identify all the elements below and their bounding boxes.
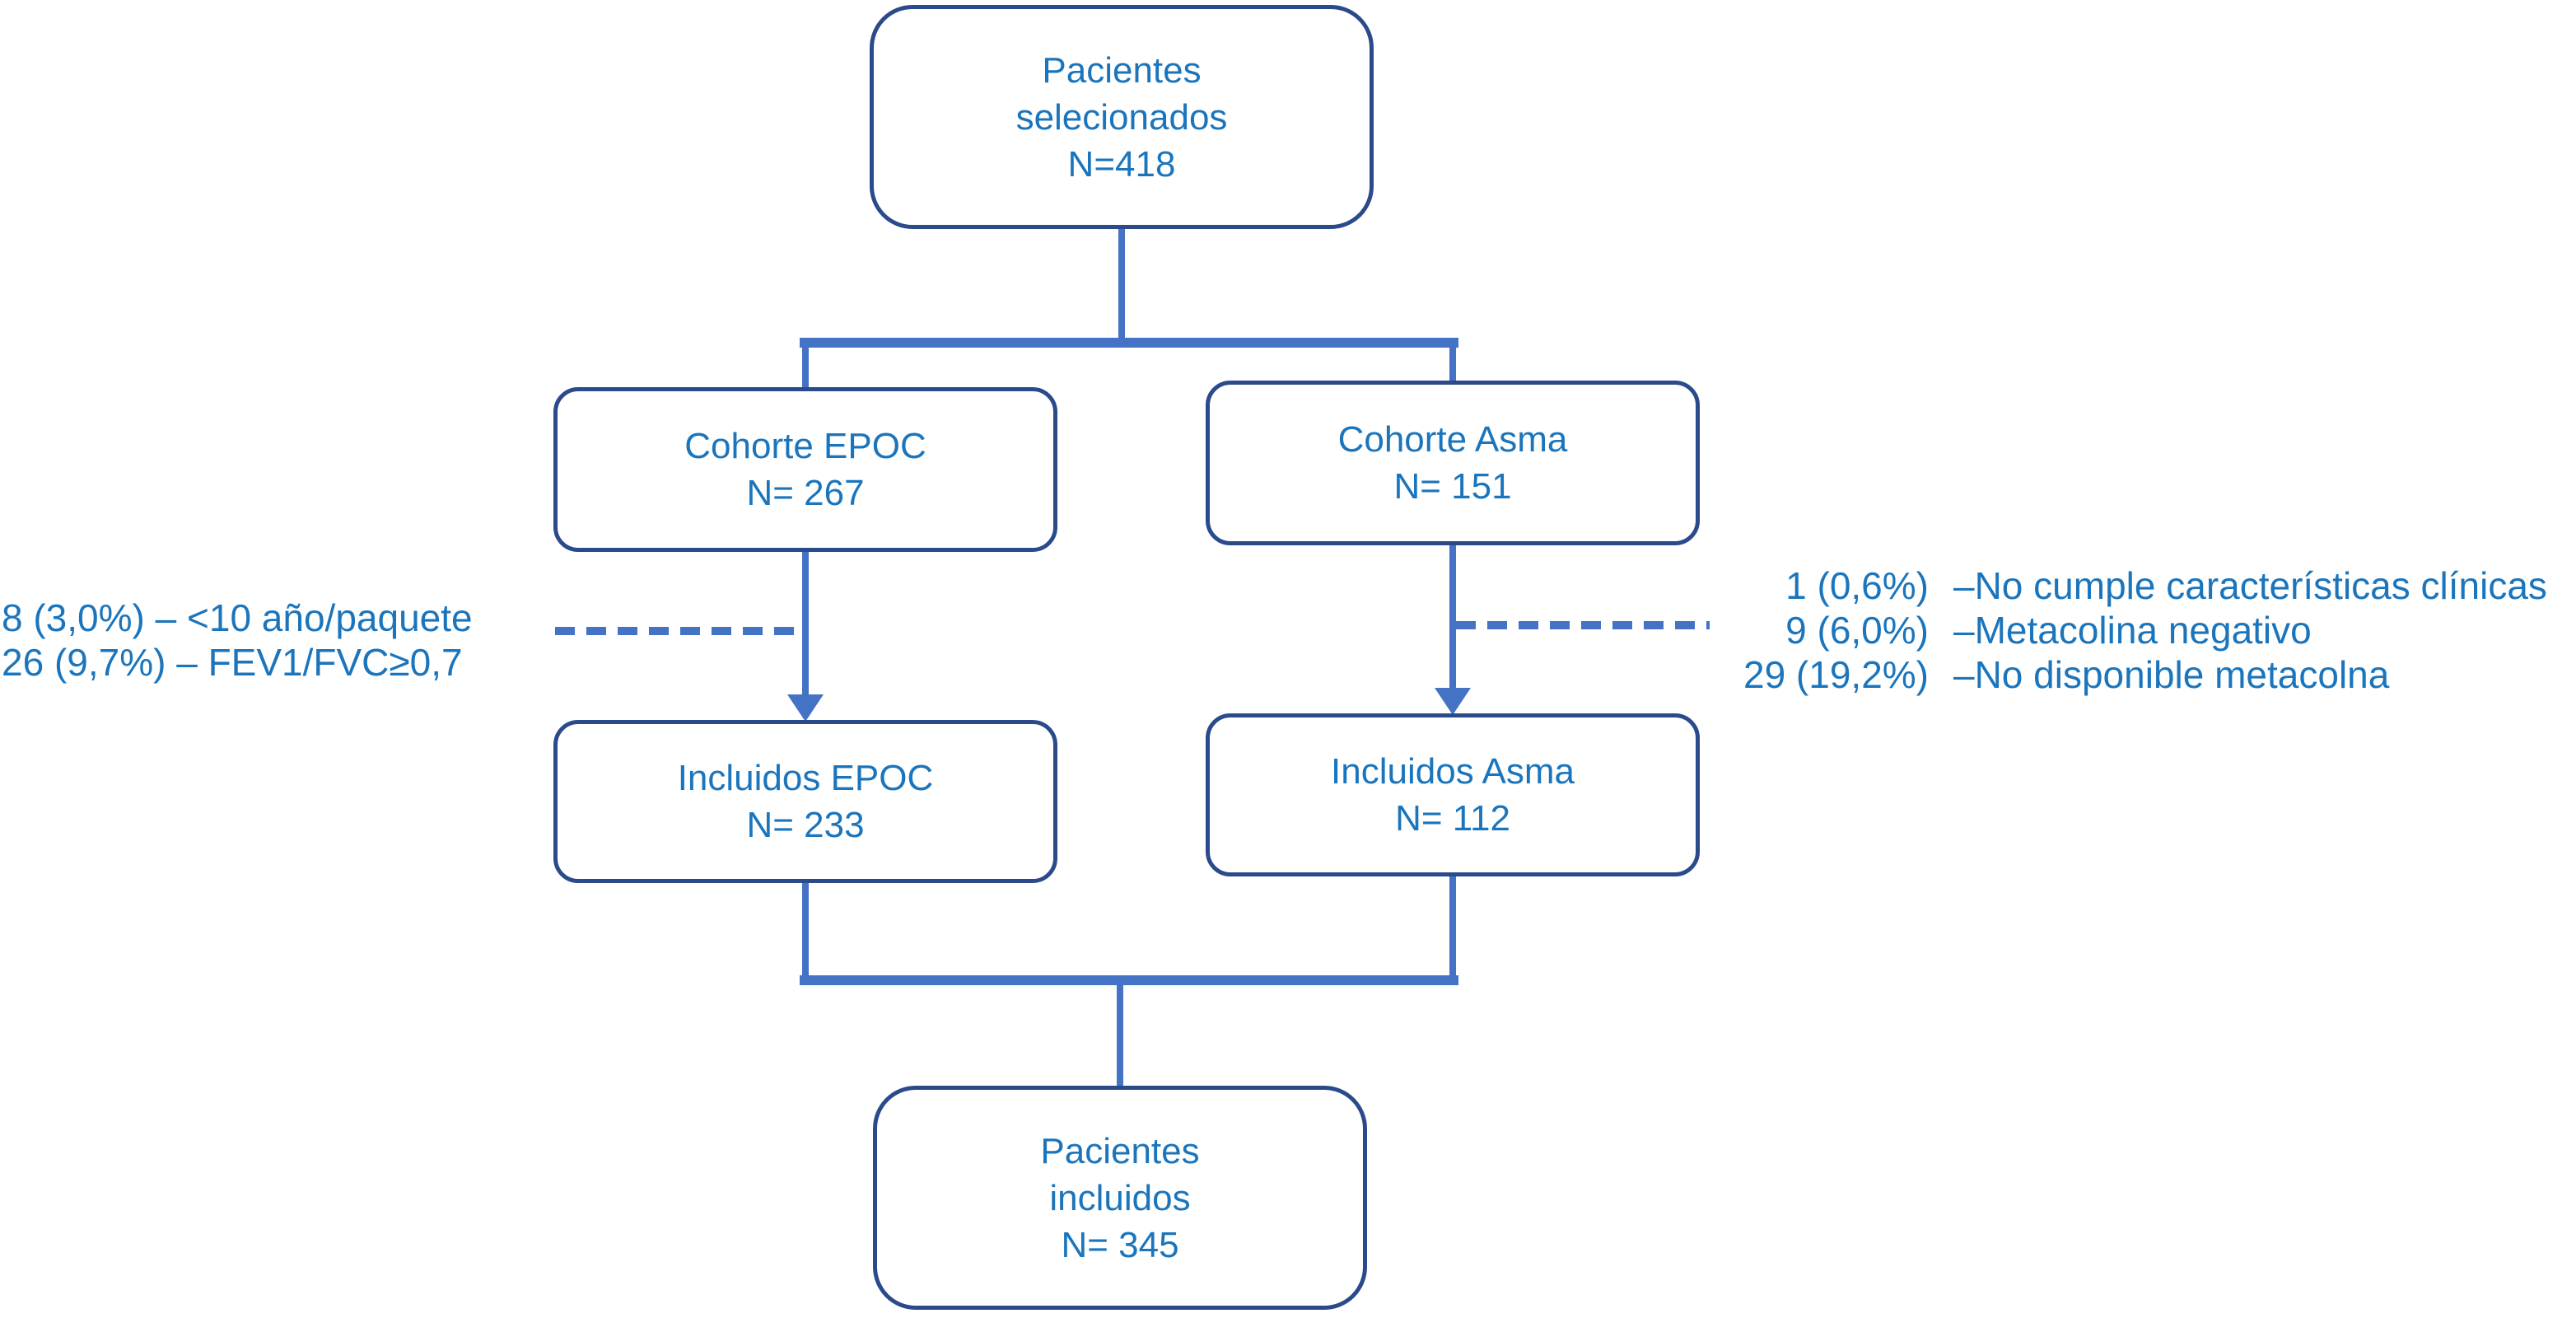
box-line: Pacientes [1042, 49, 1202, 91]
exclusions-asma-notes: 1 (0,6%) –No cumple características clín… [1688, 563, 2547, 697]
exclusion-count: 1 (0,6%) [1785, 564, 1929, 607]
connector-bottom-stem [1117, 975, 1123, 1087]
connector-drop-asma [1449, 338, 1456, 384]
box-incluidos-asma: Incluidos Asma N= 112 [1206, 713, 1700, 876]
connector-top-stem [1118, 227, 1125, 339]
box-pacientes-selecionados: Pacientes selecionados N=418 [870, 5, 1374, 229]
exclusion-note: 8 (3,0%) – <10 año/paquete [2, 596, 473, 639]
exclusion-reason: –No disponible metacolna [1953, 653, 2390, 696]
box-line: incluidos [1049, 1177, 1191, 1218]
connector-drop-epoc [802, 338, 809, 390]
box-line: Incluidos EPOC [677, 758, 934, 798]
exclusion-note: 26 (9,7%) – FEV1/FVC≥0,7 [2, 641, 463, 684]
box-count: N= 267 [746, 473, 865, 513]
box-line: Cohorte Asma [1337, 419, 1568, 460]
box-incluidos-epoc: Incluidos EPOC N= 233 [553, 720, 1057, 883]
box-cohorte-asma: Cohorte Asma N= 151 [1206, 381, 1700, 545]
box-line: selecionados [1015, 96, 1228, 138]
box-count: N= 345 [1061, 1224, 1179, 1265]
connector-arrow-line-epoc [802, 549, 809, 697]
connector-merge-bar [800, 975, 1458, 985]
box-count: N= 233 [746, 805, 865, 845]
exclusions-epoc-notes: 8 (3,0%) – <10 año/paquete 26 (9,7%) – F… [2, 596, 473, 685]
connector-arrow-line-asma [1449, 542, 1456, 690]
exclusion-reason: –No cumple características clínicas [1953, 564, 2547, 607]
box-count: N= 112 [1395, 798, 1510, 839]
down-arrowhead-asma-icon [1435, 688, 1471, 715]
dashed-connector-asma [1456, 621, 1710, 629]
box-pacientes-incluidos: Pacientes incluidos N= 345 [873, 1086, 1367, 1310]
box-count: N=418 [1067, 143, 1176, 185]
box-line: Pacientes [1040, 1130, 1200, 1171]
exclusion-count: 9 (6,0%) [1785, 609, 1929, 652]
exclusion-count: 29 (19,2%) [1743, 653, 1929, 696]
dashed-connector-epoc [555, 627, 804, 635]
box-line: Cohorte EPOC [684, 426, 926, 466]
box-cohorte-epoc: Cohorte EPOC N= 267 [553, 387, 1057, 552]
exclusion-reason: –Metacolina negativo [1953, 609, 2312, 652]
down-arrowhead-epoc-icon [787, 694, 824, 722]
connector-down-epoc [802, 881, 809, 980]
connector-split-bar [800, 338, 1458, 348]
connector-down-asma [1449, 875, 1456, 980]
box-line: Incluidos Asma [1331, 751, 1575, 792]
box-count: N= 151 [1393, 466, 1512, 507]
